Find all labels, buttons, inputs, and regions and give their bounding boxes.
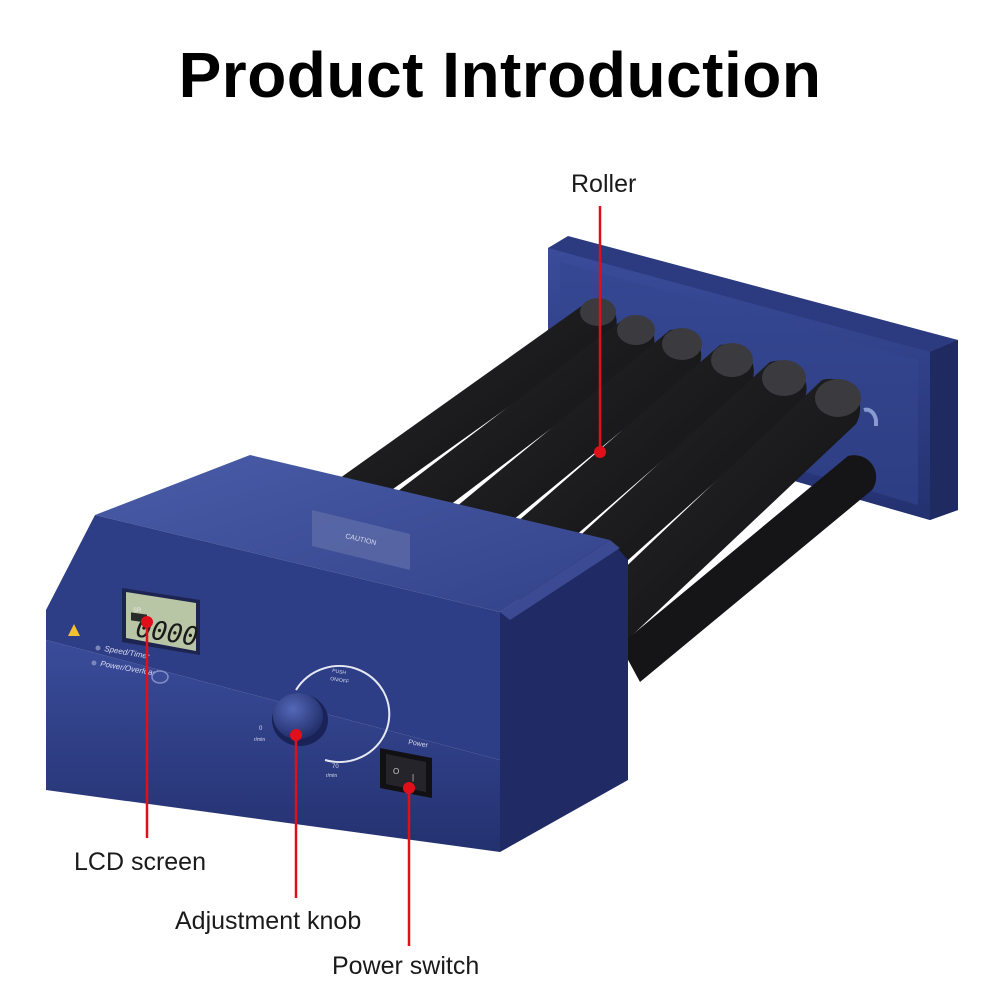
svg-text:|: | bbox=[412, 773, 414, 782]
roller-1 bbox=[312, 299, 617, 528]
lcd-pointer-dot bbox=[141, 616, 153, 628]
roller-label: Roller bbox=[571, 170, 637, 198]
pointers bbox=[141, 206, 606, 946]
power-switch-caption: Power switch bbox=[332, 952, 480, 980]
power-switch-label: Power bbox=[408, 739, 429, 749]
lcd-screen-label: LCD screen bbox=[74, 848, 206, 876]
roller-pointer-dot bbox=[594, 446, 606, 458]
mode-button bbox=[151, 670, 169, 684]
lcd-mode-text: SR bbox=[133, 608, 142, 614]
lcd-screen: SR 0000 bbox=[122, 588, 200, 655]
adjustment-knob-label: Adjustment knob bbox=[175, 907, 362, 935]
warning-icon bbox=[68, 624, 80, 636]
knob-min-label: 0 bbox=[259, 726, 263, 732]
svg-text:O: O bbox=[393, 767, 399, 776]
power-switch[interactable]: Power O | bbox=[380, 739, 432, 798]
roller-7 bbox=[620, 455, 877, 682]
knob-max-unit: r/min bbox=[326, 773, 337, 779]
knob-push-label: PUSH bbox=[332, 668, 347, 676]
adjustment-knob[interactable]: PUSH ON/OFF 0 r/min 70 r/min bbox=[254, 665, 391, 779]
speed-led-icon bbox=[95, 645, 101, 651]
roller-6 bbox=[570, 378, 861, 660]
page-title: Product Introduction bbox=[178, 39, 822, 111]
knob-max-label: 70 bbox=[332, 764, 339, 770]
power-led-icon bbox=[91, 660, 97, 666]
power-pointer-dot bbox=[403, 782, 415, 794]
knob-min-unit: r/min bbox=[254, 737, 265, 743]
knob-onoff-label: ON/OFF bbox=[330, 676, 350, 685]
roller-2 bbox=[360, 317, 655, 552]
knob-pointer-dot bbox=[290, 729, 302, 741]
